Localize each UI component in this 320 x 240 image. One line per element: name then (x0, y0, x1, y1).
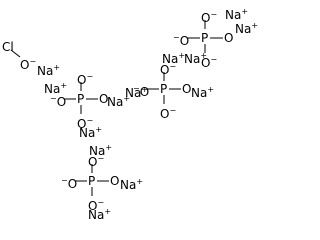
phosphate-p: P (160, 82, 168, 96)
phosphate-o-left: −O (50, 94, 67, 109)
sodium-ion: Na+ (44, 81, 68, 96)
sodium-ion: Na+ (79, 125, 103, 140)
sodium-ion: Na+ (184, 51, 208, 66)
phosphate-o-right: O (110, 174, 120, 188)
phosphate-o-bottom: O− (88, 198, 105, 213)
sodium-ion: Na+ (37, 63, 61, 78)
hypochlorite-cl: Cl (2, 40, 14, 54)
phosphate-o-left: −O (61, 176, 78, 191)
hypochlorite-o: O− (20, 57, 37, 72)
sodium-ion: Na+ (235, 21, 259, 36)
sodium-ion: Na+ (125, 85, 149, 100)
phosphate-p: P (77, 92, 85, 106)
phosphate-o-right: O (99, 92, 109, 106)
sodium-ion: Na+ (162, 51, 186, 66)
phosphate-o-right: O (224, 31, 234, 45)
phosphate-o-right: O (182, 82, 192, 96)
sodium-ion: Na+ (191, 85, 215, 100)
bond-layer (10, 20, 223, 196)
phosphate-o-top: O− (160, 62, 177, 77)
sodium-ion: Na+ (89, 143, 113, 158)
sodium-ion: Na+ (107, 94, 131, 109)
sodium-ion: Na+ (225, 7, 249, 22)
sodium-ion: Na+ (120, 177, 144, 192)
sodium-ion: Na+ (88, 207, 112, 222)
phosphate-o-left: −O (133, 84, 150, 99)
phosphate-p: P (88, 174, 96, 188)
phosphate-o-bottom: O− (201, 55, 218, 70)
structure-canvas: Cl O− Na+ Na+ Na+ Na+ Na+ Na+ Na+ Na+ Na… (2, 7, 259, 222)
phosphate-o-top: O− (77, 72, 94, 87)
phosphate-o-top: O− (201, 10, 218, 25)
phosphate-o-left: −O (173, 33, 190, 48)
phosphate-p: P (201, 31, 209, 45)
phosphate-o-top: O− (88, 154, 105, 169)
cl-o-bond (10, 49, 21, 58)
phosphate-o-bottom: O− (160, 106, 177, 121)
phosphate-o-bottom: O− (77, 116, 94, 131)
